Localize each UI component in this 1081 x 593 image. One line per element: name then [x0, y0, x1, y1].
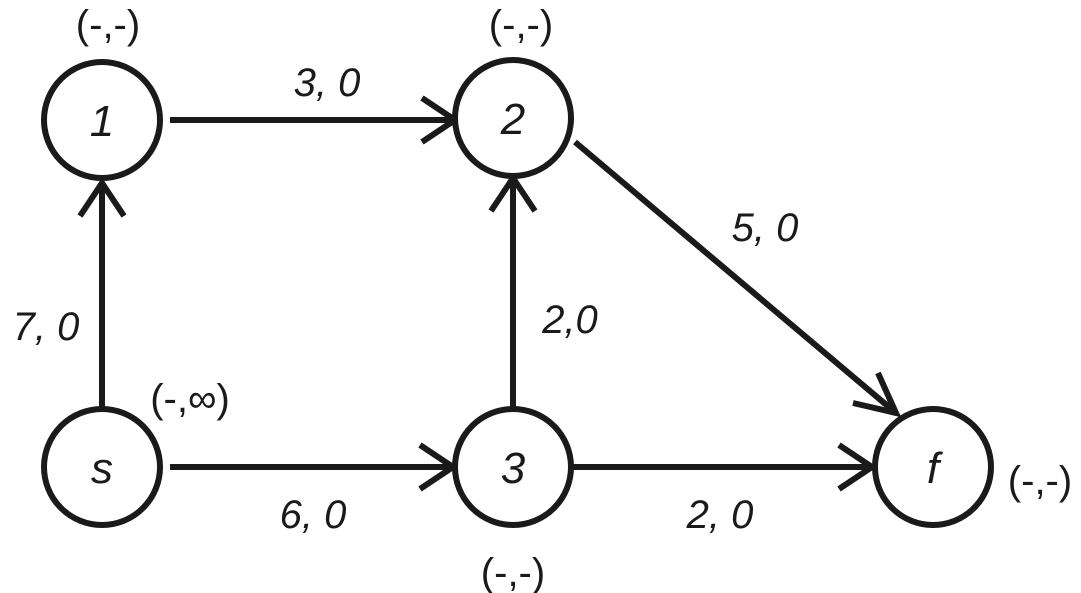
- edge-3-2-label: 2,0: [541, 298, 598, 342]
- edge-s-1-arrowhead: [77, 177, 127, 218]
- node-1: 1: [41, 59, 163, 181]
- edge-s-3-label: 6, 0: [280, 493, 347, 537]
- node-1-label: 1: [90, 97, 114, 146]
- edge-s-3: [170, 442, 459, 492]
- node-3: 3: [452, 406, 574, 528]
- node-f: f: [872, 406, 994, 528]
- edge-3-2: [488, 172, 538, 410]
- node-f-mark: (-,-): [1008, 459, 1072, 503]
- edge-3-f-label: 2, 0: [686, 493, 754, 537]
- node-1-circle: [41, 59, 163, 181]
- node-2-mark: (-,-): [489, 3, 553, 47]
- node-s-circle: [41, 406, 163, 528]
- node-1-mark: (-,-): [76, 3, 140, 47]
- edge-s-1-label: 7, 0: [13, 305, 80, 349]
- node-2-circle: [452, 57, 574, 179]
- edge-3-f: [572, 442, 878, 492]
- node-3-mark: (-,-): [481, 551, 545, 593]
- edge-2-f: [573, 139, 902, 418]
- edge-2-f-line: [573, 139, 898, 416]
- node-s: s: [41, 406, 163, 528]
- edge-2-f-arrowhead: [852, 371, 902, 418]
- node-s-mark: (-,∞): [150, 377, 230, 421]
- node-2: 2: [452, 57, 574, 179]
- node-f-circle: [872, 406, 994, 528]
- node-3-circle: [452, 406, 574, 528]
- edge-s-1: [77, 177, 127, 410]
- edge-1-2-label: 3, 0: [294, 61, 361, 105]
- node-2-label: 2: [500, 95, 525, 144]
- node-s-label: s: [91, 444, 113, 493]
- edge-2-f-label: 5, 0: [732, 206, 799, 250]
- node-3-label: 3: [501, 444, 526, 493]
